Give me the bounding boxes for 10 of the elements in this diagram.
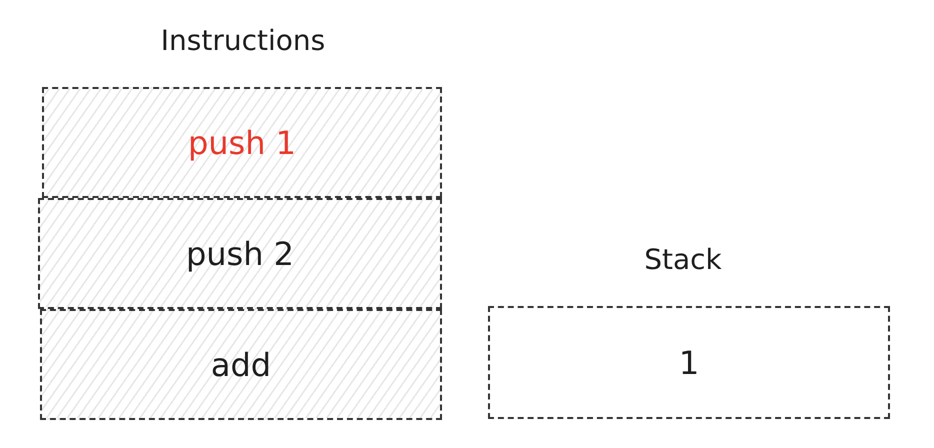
stack-value: 1: [678, 344, 700, 382]
instruction-text: push 1: [188, 124, 296, 162]
instruction-text: add: [210, 346, 272, 384]
instruction-box: [38, 198, 442, 309]
column-heading: Instructions: [160, 24, 326, 57]
instruction-box: [40, 309, 442, 420]
instruction-text: push 2: [186, 234, 294, 272]
instruction-box: [42, 87, 442, 198]
column-heading: Stack: [644, 243, 722, 276]
stack-slot-box: [488, 306, 890, 419]
